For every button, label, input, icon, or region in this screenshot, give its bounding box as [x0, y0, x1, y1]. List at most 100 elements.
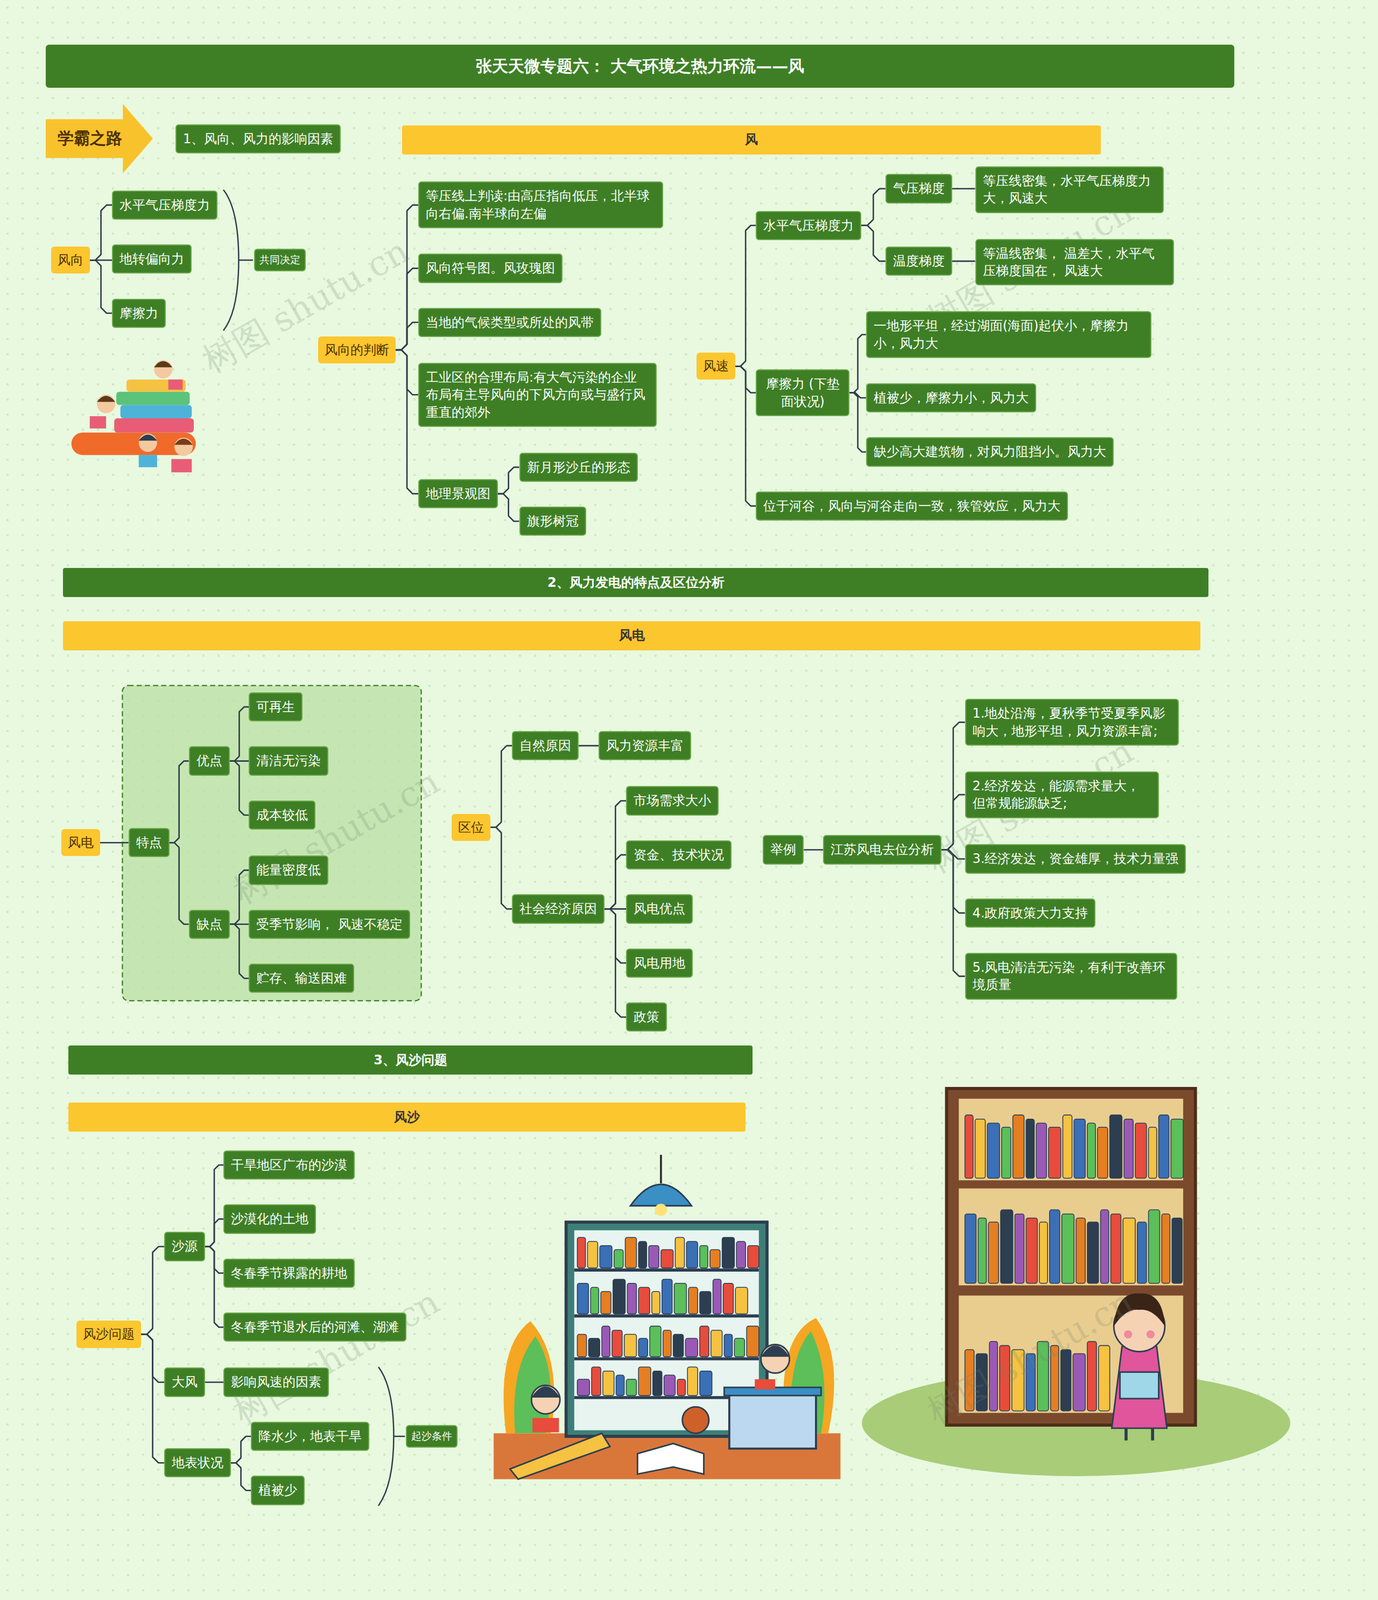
- branch-connector: [169, 842, 189, 925]
- title-bar: 张天天微专题六： 大气环境之热力环流——风: [45, 44, 1235, 88]
- node-text: 风沙问题: [82, 1325, 135, 1343]
- node-text: 摩擦力: [119, 304, 159, 322]
- watermark: 树图 shutu.cn: [225, 1278, 448, 1435]
- illustration-shape: [601, 1325, 610, 1357]
- subject-band: 风沙: [68, 1102, 746, 1132]
- node-text: 举例: [770, 840, 797, 859]
- illustration-shape: [673, 1334, 684, 1358]
- topic-box: 风电优点: [626, 894, 693, 924]
- illustration-shape: [965, 1213, 977, 1284]
- subject-band: 风电: [62, 621, 1201, 651]
- illustration-shape: [1039, 1221, 1048, 1284]
- topic-box: 社会经济原因: [511, 894, 605, 924]
- node-text: 学霸之路: [57, 127, 123, 150]
- branch-connector: [229, 924, 250, 979]
- dashed-panel: [122, 685, 421, 1001]
- topic-box: 5.风电清洁无污染，有利于改善环境质量: [965, 952, 1178, 1000]
- illustration-shape: [699, 1325, 709, 1357]
- topic-box: 江苏风电去位分析: [823, 834, 942, 864]
- branch-connector: [952, 260, 976, 263]
- illustration-shape: [958, 1098, 1184, 1181]
- branch-connector: [169, 761, 189, 843]
- branch-connector: [395, 322, 419, 350]
- illustration-shape: [1014, 1213, 1024, 1284]
- topic-box: 4.政府政策大力支持: [965, 898, 1096, 928]
- illustration-shape: [587, 1241, 598, 1268]
- illustration-shape: [1148, 1209, 1160, 1283]
- node-text: 风电用地: [633, 954, 686, 972]
- node-text: 位于河谷，风向与河谷走向一致，狭管效应，风力大: [763, 497, 1061, 515]
- topic-box: 等温线密集， 温差大，水平气压梯度国在， 风速大: [975, 238, 1175, 286]
- illustration-shape: [574, 1357, 759, 1361]
- branch-connector: [229, 706, 250, 761]
- brace-leader: [238, 259, 253, 261]
- node-text: 3.经济发达，资金雄厚，技术力量强: [972, 849, 1179, 868]
- topic-box: 缺少高大建筑物，对风力阻挡小。风力大: [866, 437, 1114, 467]
- node-text: 资金、技术状况: [633, 846, 724, 864]
- illustration-shape: [114, 418, 194, 433]
- arrow-shape: [45, 103, 153, 174]
- illustration-shape: [168, 379, 184, 390]
- branch-connector: [497, 493, 520, 522]
- topic-box: 自然原因: [511, 730, 579, 761]
- illustration-shape: [688, 1287, 698, 1314]
- node-text: 工业区的合理布局:有大气污染的企业布局有主导风向的下风方向或与盛行风重直的郊外: [425, 368, 650, 421]
- illustration-shape: [1097, 1127, 1108, 1179]
- illustration-shape: [722, 1237, 735, 1269]
- node-text: 干旱地区广布的沙漠: [230, 1156, 348, 1174]
- illustration-shape: [531, 1386, 560, 1398]
- node-text: 2、风力发电的特点及区位分析: [547, 573, 725, 592]
- illustration-shape: [599, 1245, 613, 1269]
- node-text: 风: [744, 130, 758, 149]
- illustration-shape: [682, 1406, 709, 1433]
- illustration-shape: [1161, 1213, 1170, 1284]
- illustration-shape: [699, 1371, 713, 1396]
- topic-box: 能量密度低: [248, 855, 329, 885]
- topic-box: 水平气压梯度力: [755, 211, 862, 241]
- illustration-shape: [975, 1119, 986, 1179]
- branch-connector: [578, 744, 599, 747]
- topic-box: 工业区的合理布局:有大气污染的企业布局有主导风向的下风方向或与盛行风重直的郊外: [418, 362, 657, 427]
- illustration-shape: [531, 1384, 560, 1414]
- node-text: 风电: [67, 833, 94, 852]
- illustration-shape: [655, 1203, 668, 1216]
- illustration-shape: [1137, 1221, 1147, 1284]
- illustration-shape: [661, 1249, 674, 1268]
- illustration-shape: [1146, 1330, 1155, 1339]
- node-text: 风向的判断: [324, 341, 390, 359]
- illustration-shape: [96, 395, 116, 402]
- node-text: 1、风向、风力的影响因素: [183, 130, 334, 148]
- node-text: 风电优点: [633, 900, 686, 918]
- section-band: 3、风沙问题: [68, 1045, 753, 1075]
- branch-connector: [205, 1246, 224, 1328]
- node-text: 5.风电清洁无污染，有利于改善环境质量: [972, 958, 1170, 994]
- illustration-shape: [138, 454, 158, 468]
- illustration-shape: [1100, 1209, 1109, 1283]
- branch-connector: [849, 392, 866, 453]
- illustration-shape: [687, 1366, 698, 1396]
- illustration-shape: [674, 1283, 687, 1314]
- illustration-shape: [686, 1241, 698, 1268]
- illustration-shape: [638, 1241, 647, 1268]
- brace: [378, 1366, 394, 1506]
- root-box: 风向: [51, 246, 90, 274]
- illustration-shape: [1098, 1345, 1110, 1411]
- illustration-shape: [1025, 1119, 1035, 1179]
- node-text: 受季节影响， 风速不稳定: [256, 915, 403, 933]
- node-text: 等压线上判读:由高压指向低压，北半球向右偏.南半球向左偏: [425, 187, 656, 223]
- node-text: 风力资源丰富: [606, 736, 684, 755]
- illustration-shape: [709, 1249, 721, 1268]
- illustration-shape: [652, 1371, 663, 1396]
- node-text: 贮存、输送困难: [256, 969, 347, 987]
- branch-connector: [230, 1462, 251, 1490]
- node-text: 地表状况: [171, 1453, 224, 1472]
- illustration-shape: [126, 379, 186, 392]
- node-text: 优点: [196, 751, 223, 770]
- illustration-shape: [663, 1330, 672, 1357]
- illustration-shape: [729, 1392, 817, 1449]
- illustration-shape: [574, 1268, 759, 1272]
- brace-leader: [393, 1435, 405, 1437]
- illustration-shape: [138, 433, 158, 452]
- illustration-shape: [1025, 1218, 1038, 1284]
- illustration-shape: [965, 1114, 974, 1178]
